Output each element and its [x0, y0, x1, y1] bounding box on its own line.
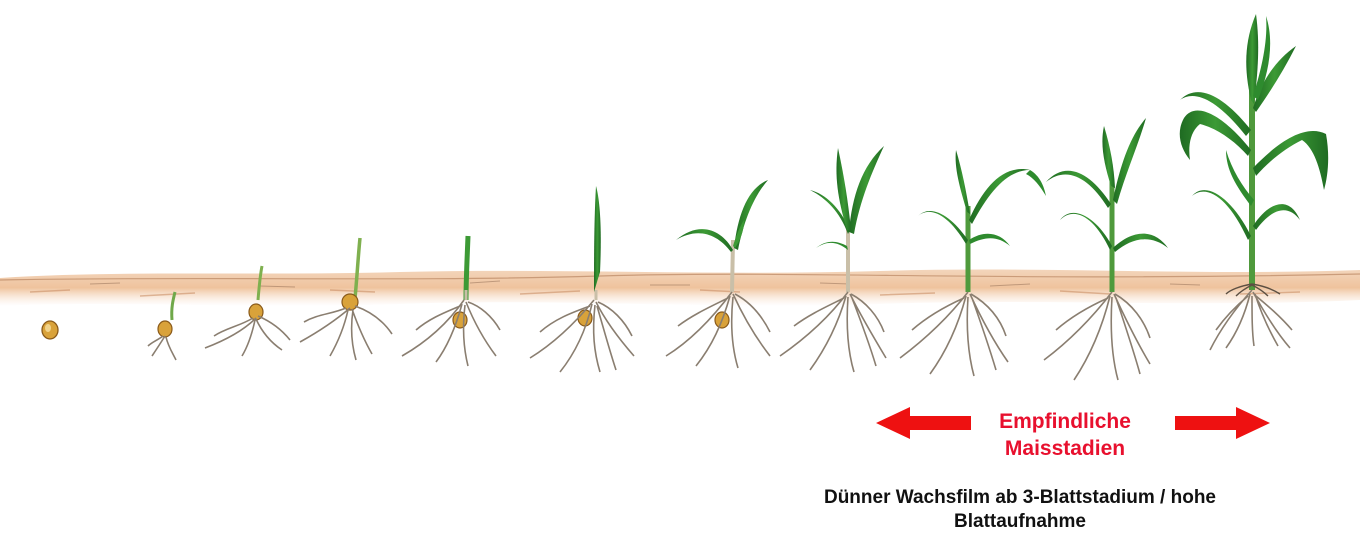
arrow-right-icon: [1175, 405, 1270, 441]
soil-band: [0, 270, 1360, 306]
stage-4-leaf: [900, 150, 1046, 376]
sensitive-label-line2: Maisstadien: [955, 435, 1175, 462]
caption-line1: Dünner Wachsfilm ab 3-Blattstadium / hoh…: [740, 486, 1300, 510]
stage-5-leaf: [1044, 118, 1168, 380]
stage-3-leaf: [780, 146, 886, 372]
caption-line2: Blattaufnahme: [740, 510, 1300, 534]
stage-seed: [42, 321, 58, 339]
maize-growth-stages-illustration: [0, 0, 1360, 400]
sensitive-label-line1: Empfindliche: [955, 408, 1175, 435]
caption: Dünner Wachsfilm ab 3-Blattstadium / hoh…: [740, 486, 1300, 534]
sensitive-stages-label: Empfindliche Maisstadien: [955, 408, 1175, 462]
